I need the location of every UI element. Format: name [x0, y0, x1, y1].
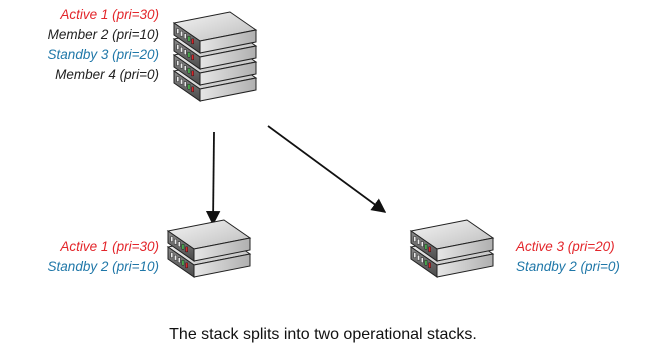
network-switch-icon: [166, 219, 252, 262]
left-stack-switches: [166, 219, 252, 278]
left-label-2: Standby 2 (pri=10): [48, 259, 159, 274]
top-label-2: Member 2 (pri=10): [48, 27, 159, 42]
top-label-1: Active 1 (pri=30): [59, 7, 159, 22]
top-label-4: Member 4 (pri=0): [55, 67, 159, 82]
network-switch-icon: [409, 219, 495, 262]
right-stack-switches: [409, 219, 495, 278]
network-switch-icon: [172, 11, 258, 54]
diagram-caption: The stack splits into two operational st…: [169, 326, 477, 343]
top-stack-labels: Active 1 (pri=30) Member 2 (pri=10) Stan…: [48, 7, 159, 82]
arrow-icon: [267, 125, 387, 213]
top-label-3: Standby 3 (pri=20): [48, 47, 159, 62]
right-label-2: Standby 2 (pri=0): [516, 259, 620, 274]
left-label-1: Active 1 (pri=30): [59, 239, 159, 254]
right-stack-labels: Active 3 (pri=20) Standby 2 (pri=0): [515, 239, 620, 274]
arrow-icon: [205, 131, 221, 226]
arrows: [205, 125, 387, 226]
right-label-1: Active 3 (pri=20): [515, 239, 615, 254]
top-stack-switches: [172, 11, 258, 102]
left-stack-labels: Active 1 (pri=30) Standby 2 (pri=10): [48, 239, 159, 274]
